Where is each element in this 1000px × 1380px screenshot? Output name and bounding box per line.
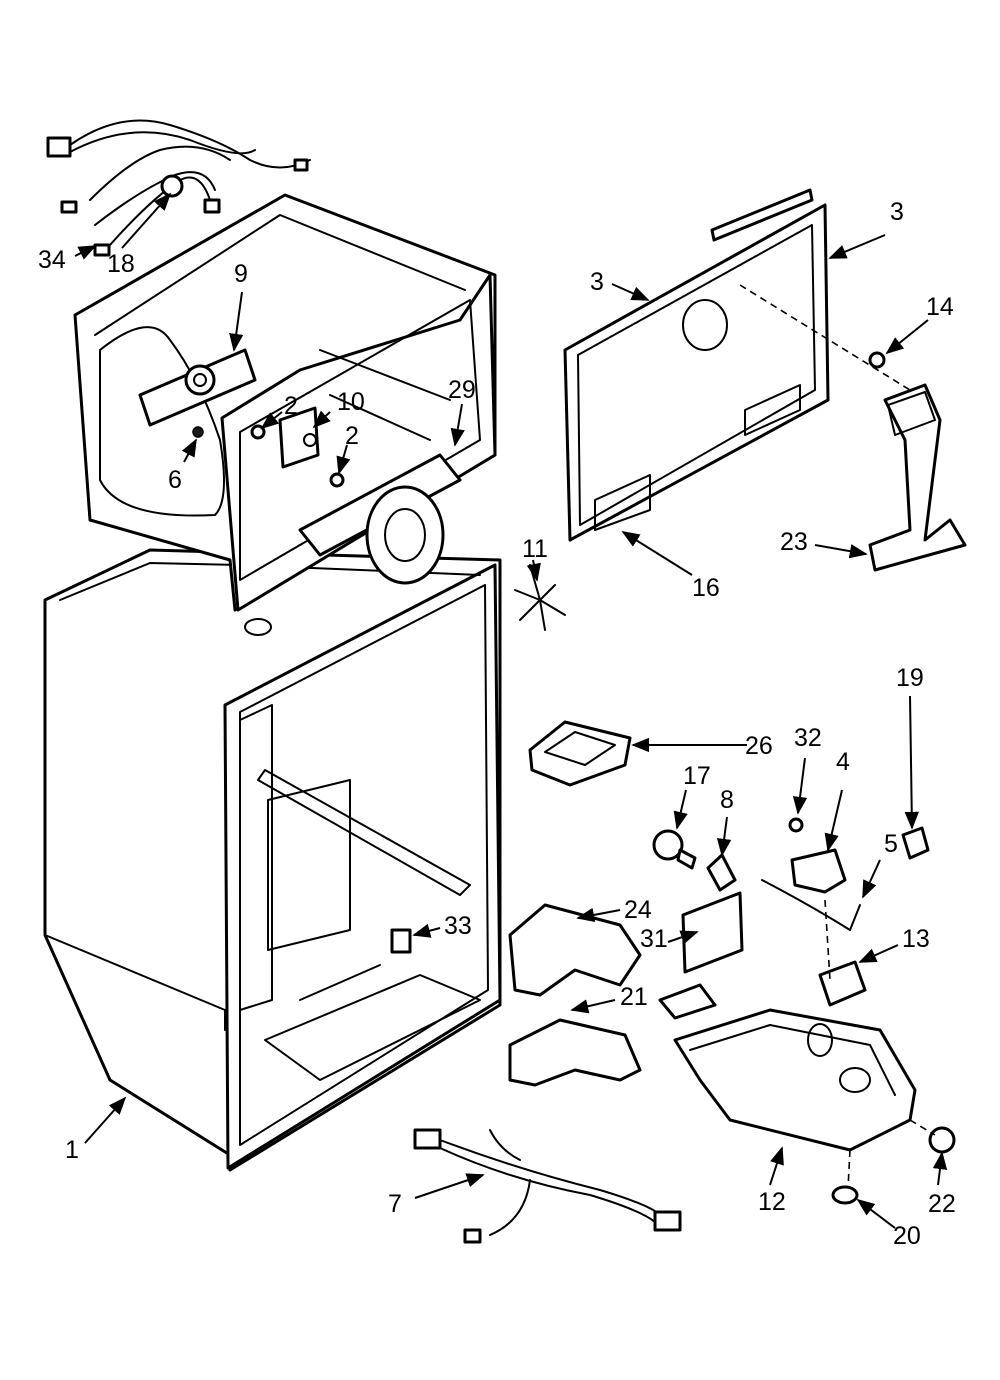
callout-4: 4 [836,748,850,776]
light-bulb-part-17 [652,829,697,870]
callout-2b: 2 [345,422,359,450]
clip-part-19 [901,826,930,860]
screw-part-6 [192,426,204,438]
fan-blade-part-11 [514,564,566,631]
callout-23: 23 [780,528,808,556]
knob-part-22 [928,1126,956,1154]
callout-10: 10 [337,388,365,416]
callout-20: 20 [893,1222,921,1250]
screw-part-14 [868,351,886,369]
callout-14: 14 [926,293,954,321]
guide-line [909,1119,936,1136]
guide-line [824,899,831,981]
air-duct-part-23 [868,383,967,572]
thermostat-part-13 [818,960,867,1007]
callout-7: 7 [388,1190,402,1218]
capillary-tube-part-5 [761,879,861,931]
cover-part-21 [508,1018,642,1087]
defrost-timer-part-10 [278,406,320,469]
callout-24: 24 [624,896,652,924]
light-socket-part-8 [706,853,737,892]
callout-19: 19 [896,664,924,692]
callout-17: 17 [683,762,711,790]
callout-18: 18 [107,250,135,278]
callout-29: 29 [448,376,476,404]
guide-line [739,284,911,391]
leader-lines [74,192,948,1229]
callout-11: 11 [522,535,548,563]
screw-part-32 [788,817,804,833]
callout-5: 5 [884,830,898,858]
cover-part-24 [508,903,642,997]
callout-16: 16 [692,574,720,602]
grommet-part-20 [831,1185,859,1205]
bracket-part-31 [681,891,744,974]
light-housing-part-26 [528,720,632,787]
callout-1: 1 [65,1136,79,1164]
callout-22: 22 [928,1190,956,1218]
callout-6: 6 [168,466,182,494]
control-housing-part-12 [658,983,917,1152]
fan-bracket-part-9 [138,348,257,427]
nut-part-2b [329,472,345,488]
control-part-4 [790,848,847,894]
callout-13: 13 [902,925,930,953]
callout-2a: 2 [284,392,298,420]
callout-34: 34 [38,246,66,274]
cabinet-liner-part-1 [43,548,502,1172]
gasket-strip-part-3 [710,188,814,242]
rear-panel-part-16 [563,203,830,542]
plug-part-33 [390,928,412,954]
callout-12: 12 [758,1188,786,1216]
callout-3a: 3 [590,268,604,296]
callout-26: 26 [745,732,773,760]
callout-3b: 3 [890,198,904,226]
callout-9: 9 [234,260,248,288]
callout-21: 21 [620,983,648,1011]
callout-31: 31 [640,925,668,953]
wire-harness-part-7 [413,1128,682,1244]
callout-labels: 1 2 2 3 3 4 5 6 7 8 9 10 11 12 13 14 16 … [38,198,956,1250]
fan-shroud-part-29 [298,453,462,585]
callout-33: 33 [444,912,472,940]
wire-harness-part-34-18 [46,119,311,257]
guide-line [847,1149,851,1189]
callout-32: 32 [794,724,822,752]
callout-8: 8 [720,786,734,814]
